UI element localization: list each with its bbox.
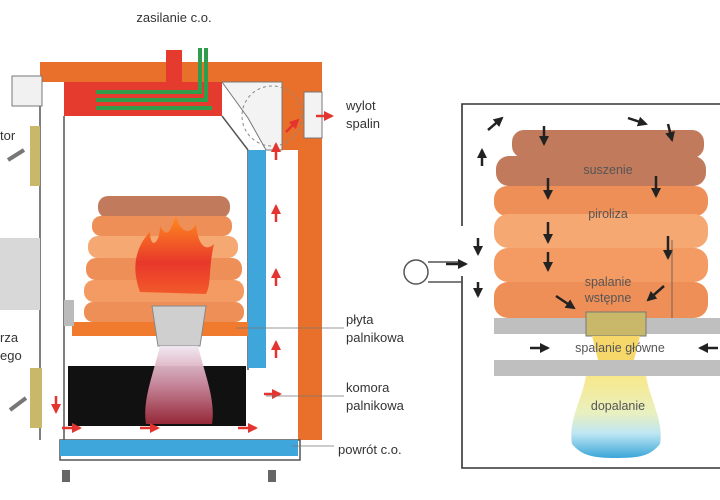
- side-panel: [0, 238, 40, 310]
- left-shelf: [64, 300, 74, 326]
- label-komora-1: komora: [346, 380, 390, 395]
- label-komora-2: palnikowa: [346, 398, 405, 413]
- boiler-feet: [62, 470, 276, 482]
- leader-lines: [236, 327, 344, 447]
- combustion-detail: [403, 103, 720, 469]
- flame: [135, 216, 214, 294]
- zone-spalanie-1: spalanie: [585, 275, 632, 289]
- label-tor: tor: [0, 128, 16, 143]
- zone-spalanie-2: wstępne: [584, 291, 632, 305]
- label-ego: ego: [0, 348, 22, 363]
- left-lever-bottom: [8, 396, 28, 412]
- burner-cup: [151, 305, 207, 347]
- label-plyta-1: płyta: [346, 312, 374, 327]
- label-plyta-2: palnikowa: [346, 330, 405, 345]
- thermostat: [30, 126, 40, 186]
- boiler-left: [0, 48, 344, 482]
- flow-arrows-red: [51, 111, 334, 433]
- zone-spalanie-glowne: spalanie główne: [575, 341, 665, 355]
- bottom-door: [30, 368, 42, 428]
- cold-water-channel: [248, 150, 266, 368]
- zone-suszenie: suszenie: [583, 163, 632, 177]
- detail-frame: [461, 103, 720, 469]
- top-door: [11, 75, 43, 107]
- label-rza: rza: [0, 330, 19, 345]
- nozzle: [585, 311, 647, 337]
- label-wylot-1: wylot: [345, 98, 376, 113]
- fan-circle: [241, 85, 303, 147]
- air-inlet-duct: [428, 261, 462, 283]
- air-inlet: [403, 259, 429, 285]
- zone-piroliza: piroliza: [588, 207, 628, 221]
- flow-arrows-black: [446, 116, 718, 353]
- label-zasilanie: zasilanie c.o.: [136, 10, 211, 25]
- plume: [145, 346, 213, 424]
- detail-logs: [494, 130, 708, 318]
- dopalanie-flame: [571, 376, 661, 458]
- supply-stub: [166, 50, 182, 84]
- lower-grate: [494, 360, 720, 376]
- left-lever: [6, 148, 26, 162]
- nozzle-glow: [592, 336, 640, 360]
- water-jacket-top: [40, 62, 322, 440]
- cold-return-bottom: [60, 440, 298, 456]
- label-powrot: powrót c.o.: [338, 442, 402, 457]
- green-flue-pipes: [96, 48, 212, 110]
- zone-dopalanie: dopalanie: [591, 399, 645, 413]
- label-wylot-2: spalin: [346, 116, 380, 131]
